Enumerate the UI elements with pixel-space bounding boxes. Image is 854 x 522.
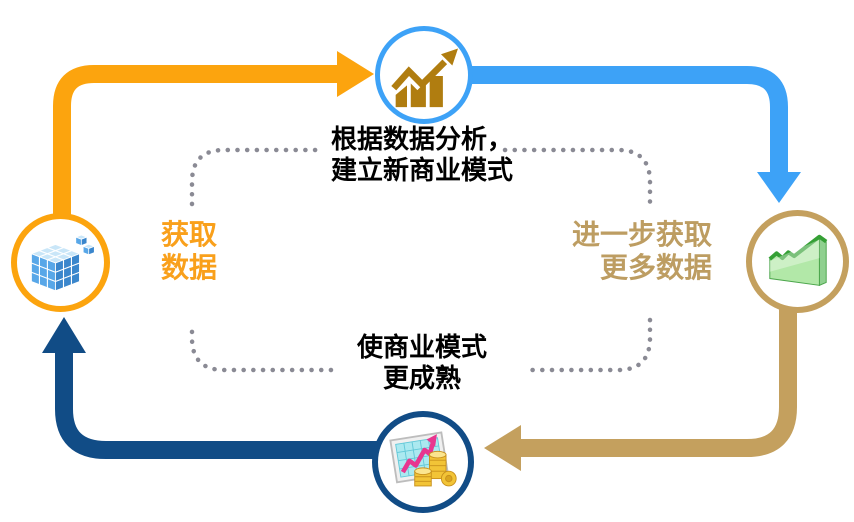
node-analyze-build-model (375, 26, 473, 124)
profit-chart-coins-icon (389, 431, 457, 487)
arrow-bottom-to-left (42, 317, 416, 459)
data-cubes-icon (29, 234, 95, 291)
label-line: 更多数据 (599, 252, 712, 283)
label-line: 更成熟 (382, 363, 461, 393)
area-chart-icon (768, 234, 827, 286)
dotted-segment-topleft (189, 147, 324, 207)
label-line: 数据 (161, 252, 218, 283)
label-acquire-more-data: 进一步获取 更多数据 (548, 218, 712, 284)
coins (414, 450, 457, 487)
arrowhead-up-icon (42, 317, 86, 353)
growth-chart-icon (391, 48, 458, 108)
arrow-right-to-bottom (484, 282, 797, 471)
label-line: 建立新商业模式 (331, 155, 514, 185)
arrowhead-left-icon (484, 425, 521, 471)
floating-cube-1 (74, 234, 88, 246)
label-acquire-data: 获取 数据 (161, 218, 217, 284)
label-line: 进一步获取 (571, 219, 712, 250)
dotted-segment-bottomleft (189, 324, 334, 373)
label-line: 根据数据分析， (331, 124, 514, 154)
arrow-left-to-top (53, 51, 374, 252)
label-line: 获取 (161, 219, 218, 250)
label-line: 使商业模式 (356, 332, 487, 362)
floating-cube-2 (81, 243, 95, 255)
arrowhead-down-icon (757, 172, 801, 203)
label-analyze-build-model: 根据数据分析， 建立新商业模式 (331, 124, 513, 186)
node-mature-business-model (372, 411, 474, 513)
dotted-segment-topright (502, 147, 653, 209)
label-mature-business-model: 使商业模式 更成熟 (322, 332, 522, 394)
node-acquire-data (11, 213, 110, 312)
node-acquire-more-data (746, 210, 849, 313)
arrowhead-right-icon (337, 51, 374, 97)
arrow-top-to-right (428, 66, 801, 203)
dotted-cycle-rect (189, 147, 653, 373)
dotted-segment-bottomright (520, 317, 653, 373)
